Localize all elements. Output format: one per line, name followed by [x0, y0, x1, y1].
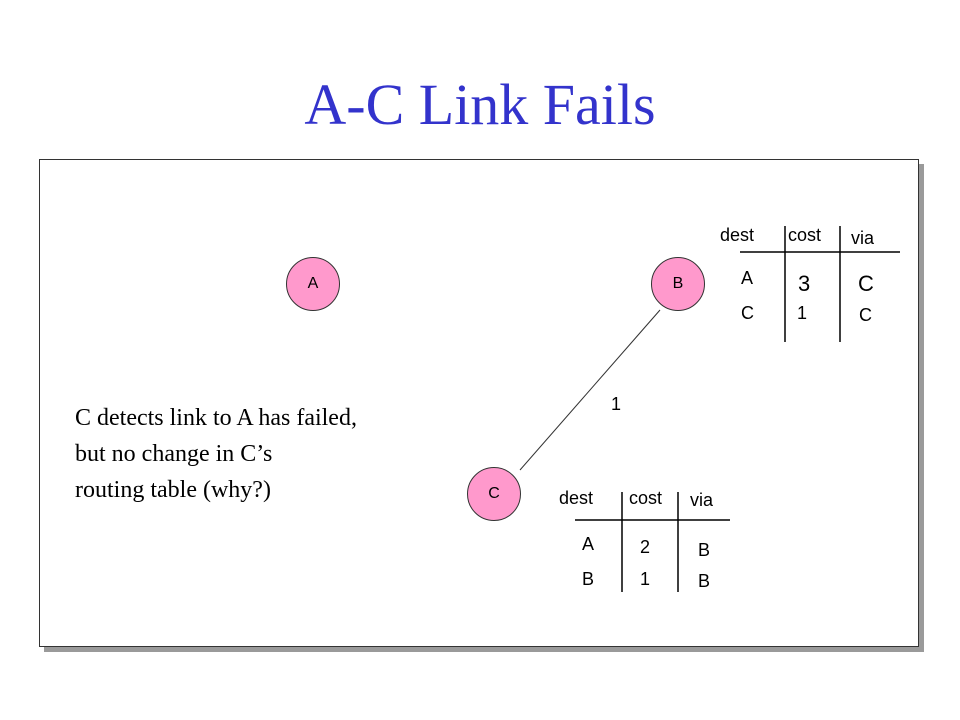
slide-title: A-C Link Fails: [304, 72, 656, 137]
table-c-row2-cost: 1: [640, 569, 651, 589]
table-b-header-via: via: [851, 228, 875, 248]
node-c: C: [467, 467, 521, 521]
table-b-row2-via: C: [859, 305, 872, 325]
table-b-row1-dest: A: [741, 268, 754, 288]
link-b-c: [519, 309, 661, 471]
note-line-2: but no change in C’s: [75, 441, 273, 467]
table-b-row1-via: C: [858, 271, 874, 296]
table-b-header-cost: cost: [788, 225, 822, 245]
node-a: A: [286, 257, 340, 311]
table-b-row2-dest: C: [741, 303, 754, 323]
table-c-row2-via: B: [698, 571, 711, 591]
table-c-header-cost: cost: [629, 488, 663, 508]
table-b-row1-cost: 3: [798, 271, 811, 296]
note-line-3: routing table (why?): [75, 477, 271, 503]
table-c-header-dest: dest: [559, 488, 594, 508]
diagram-panel: [39, 159, 919, 647]
node-a-label: A: [307, 275, 319, 292]
table-b-header-dest: dest: [720, 225, 755, 245]
link-cost-label: 1: [611, 394, 622, 414]
table-c-header-via: via: [690, 490, 714, 510]
explanation-note: C detects link to A has failed, but no c…: [75, 400, 475, 508]
node-c-label: C: [488, 485, 500, 502]
table-c-row1-dest: A: [582, 534, 595, 554]
note-line-1: C detects link to A has failed,: [75, 405, 357, 431]
node-b: B: [651, 257, 705, 311]
table-c-row2-dest: B: [582, 569, 595, 589]
table-c-row1-cost: 2: [640, 537, 651, 557]
table-b-row2-cost: 1: [797, 303, 808, 323]
node-b-label: B: [672, 275, 684, 292]
table-c-row1-via: B: [698, 540, 711, 560]
